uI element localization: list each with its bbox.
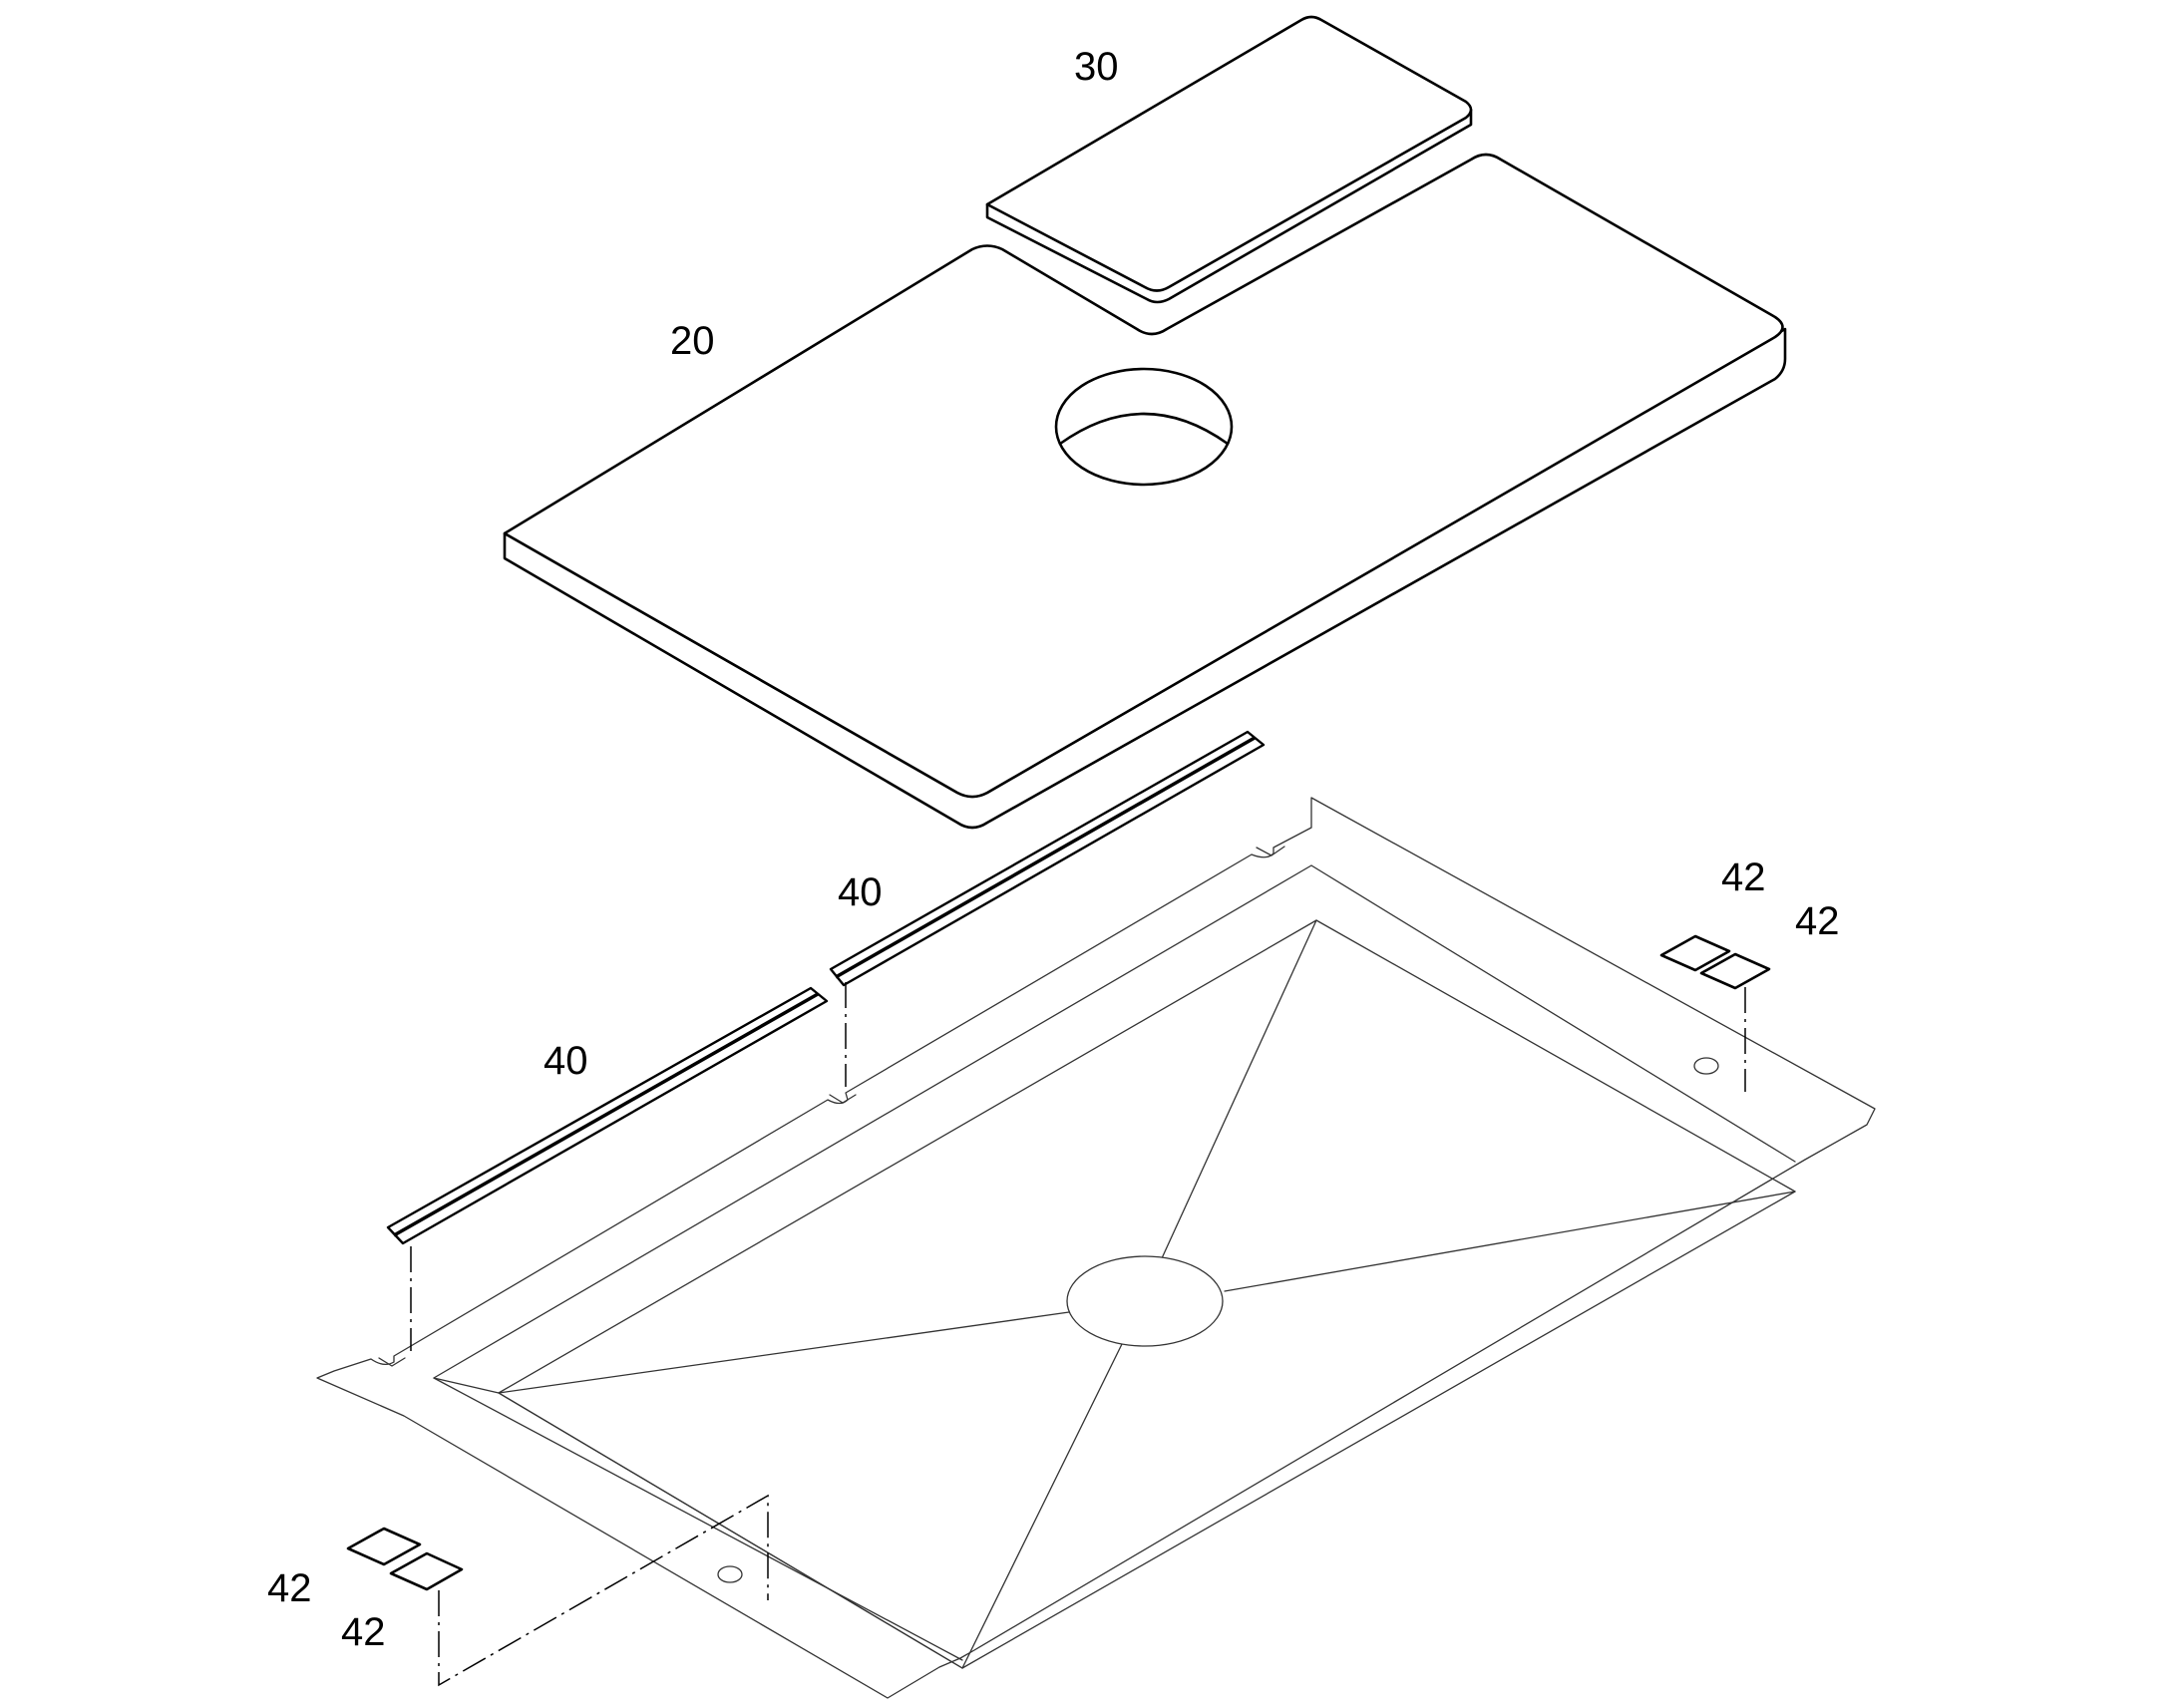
panel-20 [503, 153, 1787, 830]
pads-42-left [346, 1527, 464, 1591]
label-40-lower: 40 [544, 1039, 588, 1083]
label-42-left-a: 42 [267, 1566, 312, 1610]
pads-42-right [1659, 934, 1771, 990]
tray-mount-hole-left [717, 1565, 743, 1583]
strip-40-upper [829, 730, 1266, 987]
label-20: 20 [670, 319, 715, 363]
label-30: 30 [1074, 45, 1119, 89]
label-42-left-b: 42 [341, 1610, 386, 1654]
strip-40-upper-edge [835, 736, 1256, 979]
tray-slot-2 [829, 1094, 857, 1104]
strip-40-lower-edge [393, 992, 819, 1237]
tray-inner-rim [433, 864, 1796, 1661]
strip-40-lower [386, 986, 829, 1245]
pad-42-right-a [1659, 934, 1731, 972]
pad-42-right-b [1699, 952, 1771, 990]
tray-slot-1 [1256, 846, 1285, 856]
pad-42-left-b [389, 1551, 464, 1591]
pad-30-top [985, 15, 1473, 292]
tray-mount-hole-right [1693, 1057, 1719, 1075]
panel-20-hole [1054, 367, 1234, 487]
tray-outer-flange [316, 797, 1876, 1699]
pad-30 [985, 15, 1473, 304]
assembly-centerlines [410, 982, 1746, 1687]
tray-drain-hole [1066, 1255, 1224, 1347]
drain-tray [316, 797, 1876, 1699]
part-labels: 30 20 40 40 42 42 42 42 [267, 45, 1840, 1654]
tray-slope-lines [498, 919, 1796, 1669]
tray-left-rim [433, 1377, 963, 1669]
label-40-upper: 40 [838, 870, 883, 914]
label-42-right-a: 42 [1721, 855, 1766, 899]
panel-20-hole-depth [1058, 412, 1230, 446]
pad-42-left-a [346, 1527, 422, 1566]
label-42-right-b: 42 [1795, 899, 1840, 943]
tray-slot-3 [378, 1357, 406, 1367]
centerline-pads-left [438, 1494, 769, 1687]
